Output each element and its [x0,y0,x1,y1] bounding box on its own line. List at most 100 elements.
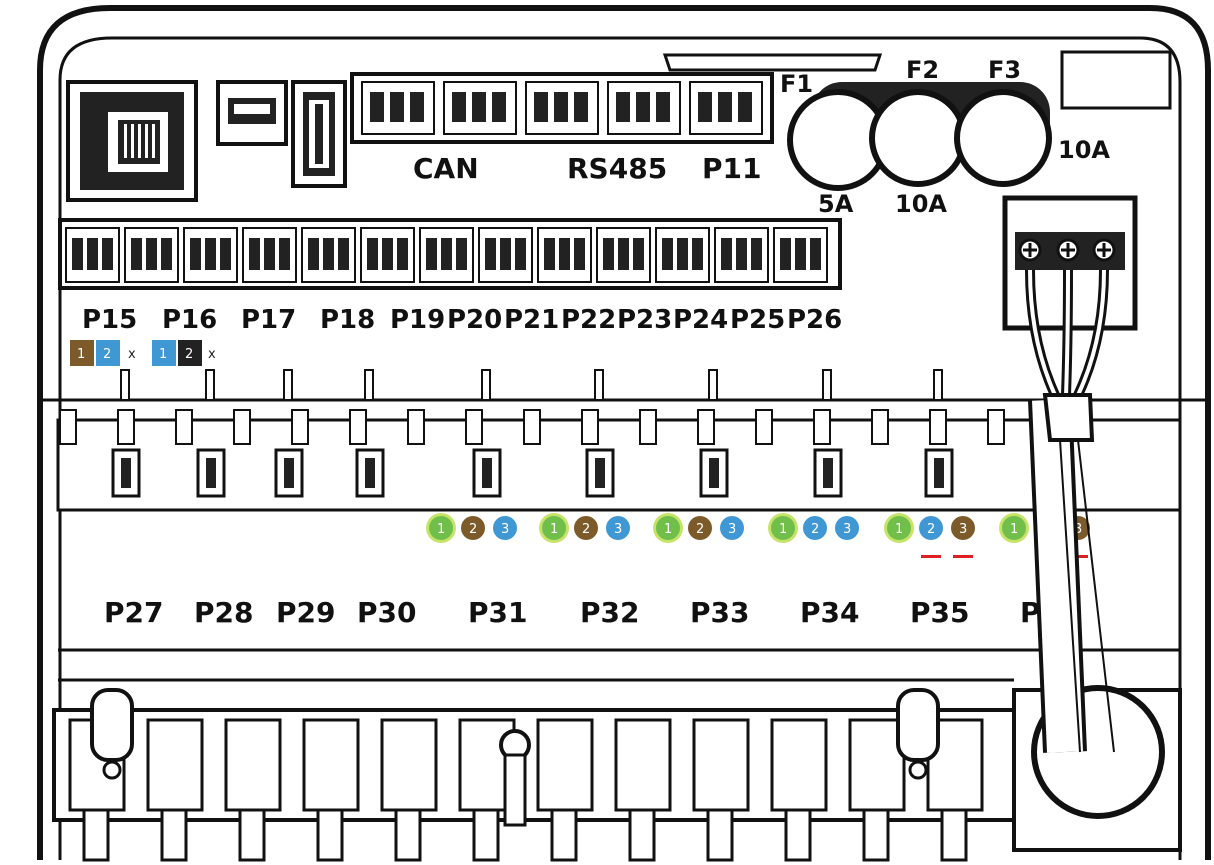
ethernet-port [66,80,198,202]
terminal-slot [452,92,466,122]
wire-number: 2 [696,522,704,537]
terminal-slot [472,92,486,122]
terminal-slot [441,238,452,270]
wire-number: 1 [1010,522,1018,537]
relay-latch [355,448,385,498]
relay-latch-slot [595,458,605,488]
relay-tab [59,409,77,445]
wire-number: 2 [469,522,477,537]
port-label-p34: P34 [800,596,860,629]
pin-badge-p16-1 [152,340,176,366]
terminal-slot [279,238,290,270]
clamp-leg [784,808,812,862]
terminal-slot [515,238,526,270]
relay-latch-slot [121,458,131,488]
terminal-slot [426,238,437,270]
port-label-p31: P31 [468,596,528,629]
relay-tab [465,409,483,445]
terminal-slot [677,238,688,270]
terminal-slot [161,238,172,270]
fuse-f2 [869,89,967,187]
terminal-slot [736,238,747,270]
fuse-f2-label: F2 [906,56,939,84]
wire-dot-p35-3 [951,516,975,540]
clamp-leg [550,808,578,862]
clamp-terminal [848,718,906,812]
wire-dot-p34-3 [835,516,859,540]
mounting-clip [90,688,134,762]
relay-strip [40,369,1208,512]
port-label-p29: P29 [276,596,336,629]
clamp-leg [862,808,890,862]
fuse-f2-rating: 10A [895,190,947,218]
relay-latch-slot [365,458,375,488]
terminal-slot [102,238,113,270]
clamp-leg [628,808,656,862]
wire-number: 3 [843,522,851,537]
port-label-p30: P30 [357,596,417,629]
mounting-clip [896,688,940,762]
port-label-p18: P18 [320,305,375,335]
clamp-terminal [692,718,750,812]
port-label-p21: P21 [504,305,559,335]
unused-pin-mark: x [208,347,216,362]
relay-tab [523,409,541,445]
screw-icon [908,760,928,780]
wire-number: 2 [582,522,590,537]
clamp-leg [472,808,500,862]
terminal-slot [500,238,511,270]
wire-dot-p35-1 [887,516,911,540]
wire-number: 3 [1074,522,1082,537]
wire-dot-p33-3 [720,516,744,540]
terminal-slot [220,238,231,270]
terminal-slot [721,238,732,270]
unused-pin-mark: x [128,347,136,362]
terminal-slot [718,92,732,122]
mains-terminal [1002,195,1138,398]
terminal-slot [780,238,791,270]
clamp-terminal [770,718,828,812]
port-label-p15: P15 [82,305,137,335]
wire-dot-p34-2 [803,516,827,540]
clamp-leg [394,808,422,862]
clamp-terminal [146,718,204,812]
wire-dot-p33-2 [688,516,712,540]
wire-number: 3 [614,522,622,537]
relay-pin [708,369,718,401]
wire-number: 1 [664,522,672,537]
wire-dot-p34-1 [771,516,795,540]
port-label-p25: P25 [730,305,785,335]
terminal-slot [308,238,319,270]
terminal-slot [323,238,334,270]
terminal-slot [87,238,98,270]
relay-tab [175,409,193,445]
terminal-slot [72,238,83,270]
relay-tab [117,409,135,445]
clamp-terminal [614,718,672,812]
pin-badge-p16-2 [178,340,202,366]
relay-tab [987,409,1005,445]
relay-latch-slot [709,458,719,488]
wire-dot-p32-2 [574,516,598,540]
wire-number: 3 [501,522,509,537]
wire-dot-p32-3 [606,516,630,540]
clamp-terminal [536,718,594,812]
relay-tab [349,409,367,445]
relay-tab [697,409,715,445]
relay-latch-slot [284,458,294,488]
enclosure [37,5,1211,860]
wire-number: 1 [437,522,445,537]
clamp-terminal [224,718,282,812]
center-bolt [503,753,527,827]
lower-panel [52,648,1180,862]
terminal-slot [662,238,673,270]
terminal-slot [574,238,585,270]
terminal-slot [554,92,568,122]
terminal-slot [559,238,570,270]
terminal-slot [751,238,762,270]
p15-legend: 1 2 x [70,340,136,366]
clamp-leg [316,808,344,862]
